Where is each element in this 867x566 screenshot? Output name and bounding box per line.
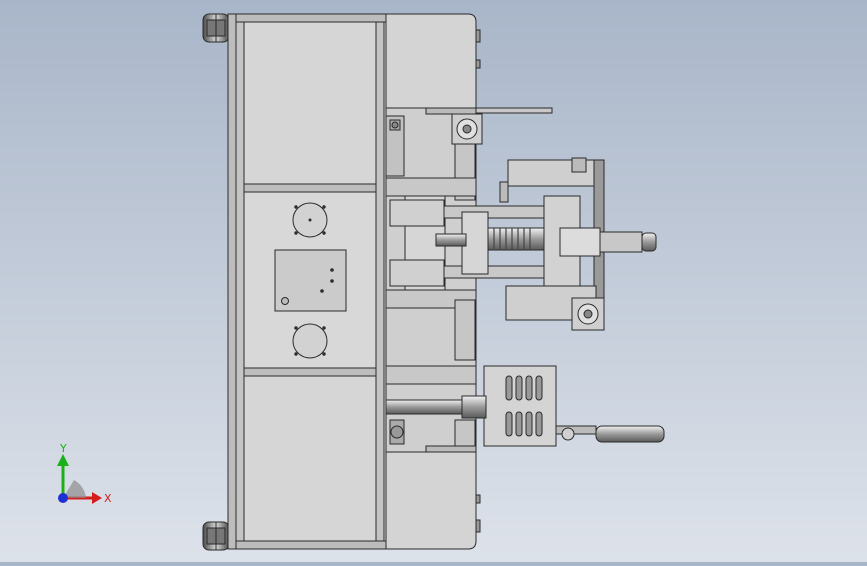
- side-housing: [385, 13, 481, 550]
- actuator-block: [499, 157, 657, 331]
- z-axis-indicator: [58, 493, 68, 503]
- coordinate-triad: Y X: [44, 440, 116, 510]
- xy-plane-quadrant: [63, 480, 86, 498]
- control-panel: [274, 202, 347, 359]
- adjustment-handle: [595, 425, 665, 443]
- y-axis-label: Y: [59, 442, 67, 455]
- y-axis-arrowhead: [57, 454, 69, 466]
- lower-shaft: [385, 395, 597, 441]
- x-axis-arrowhead: [92, 492, 102, 504]
- caster-wheel-top: [202, 13, 230, 43]
- vent-cabinet: [483, 365, 557, 447]
- top-motor: [451, 107, 553, 145]
- caster-wheel-bottom: [202, 521, 230, 551]
- x-axis-label: X: [104, 492, 112, 505]
- machine-frame: [227, 13, 387, 550]
